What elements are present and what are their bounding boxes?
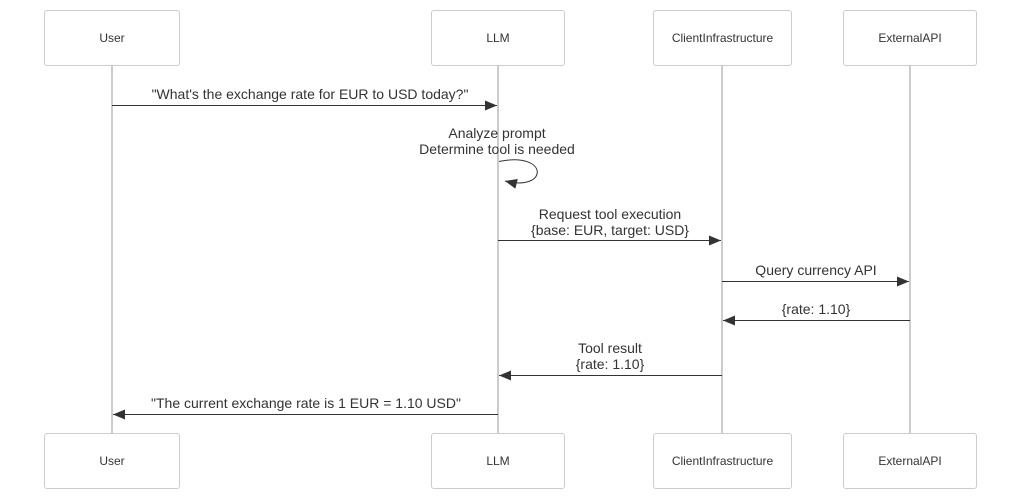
actor-label-externalapi: ExternalAPI	[878, 454, 942, 468]
message-label-analyze-prompt: Analyze prompt Determine tool is needed	[419, 125, 575, 157]
actor-box-externalapi-top: ExternalAPI	[843, 10, 977, 66]
message-label-tool-result: Tool result {rate: 1.10}	[575, 340, 645, 372]
message-label-exchange-rate-question: "What's the exchange rate for EUR to USD…	[151, 86, 469, 102]
message-label-query-currency-api: Query currency API	[755, 262, 877, 278]
actor-label-clientinfrastructure: ClientInfrastructure	[671, 31, 774, 45]
actor-box-user-top: User	[44, 10, 180, 66]
message-label-rate-response: {rate: 1.10}	[781, 301, 851, 317]
actor-label-user: User	[99, 31, 125, 45]
actor-box-clientinfrastructure-bottom: ClientInfrastructure	[653, 433, 792, 489]
actor-label-user: User	[99, 454, 125, 468]
actor-label-externalapi: ExternalAPI	[878, 31, 942, 45]
actor-box-externalapi-bottom: ExternalAPI	[843, 433, 977, 489]
actor-label-llm: LLM	[486, 31, 510, 45]
actor-box-llm-top: LLM	[431, 10, 565, 66]
self-message-loop-llm	[498, 159, 538, 189]
actor-label-llm: LLM	[486, 454, 510, 468]
actor-box-clientinfrastructure-top: ClientInfrastructure	[653, 10, 792, 66]
message-label-final-answer: "The current exchange rate is 1 EUR = 1.…	[151, 395, 461, 411]
message-label-request-tool-execution: Request tool execution {base: EUR, targe…	[531, 206, 689, 238]
actor-label-clientinfrastructure: ClientInfrastructure	[671, 454, 774, 468]
actor-box-llm-bottom: LLM	[431, 433, 565, 489]
actor-box-user-bottom: User	[44, 433, 180, 489]
